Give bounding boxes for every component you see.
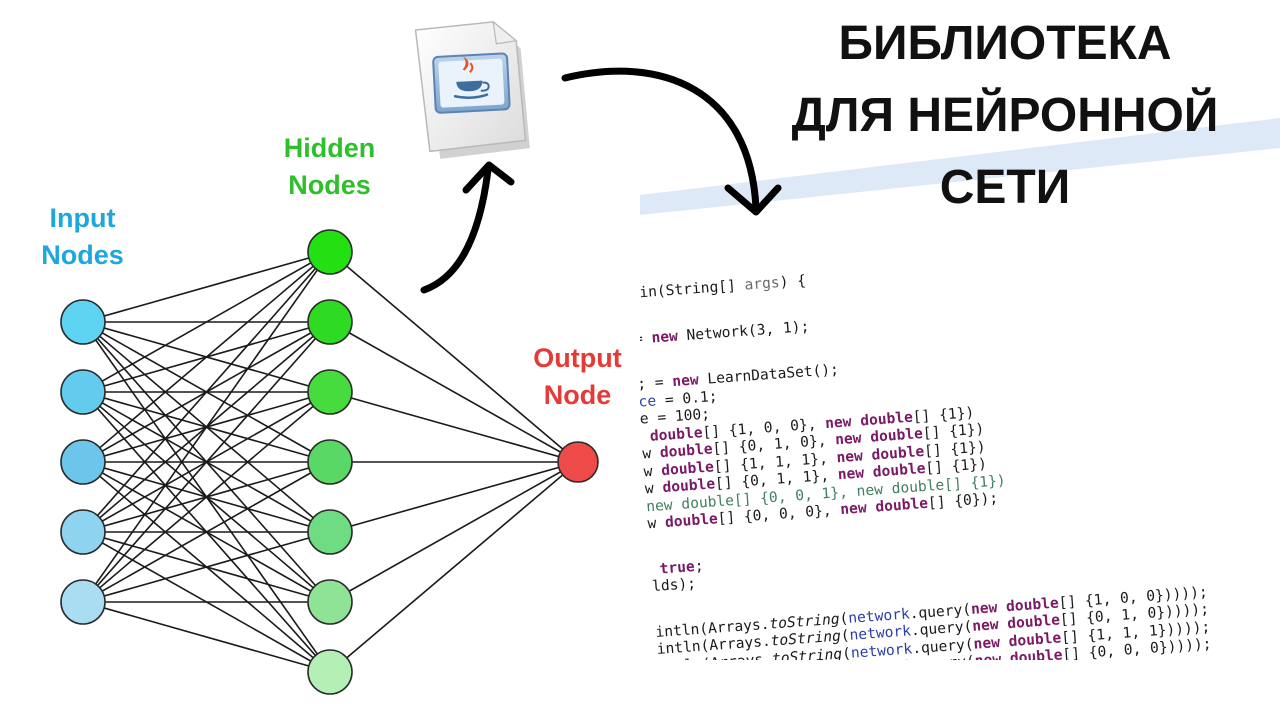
code-token: w [641,444,661,463]
network-edges [82,251,579,673]
hidden-node-1 [307,229,353,275]
input-node-1 [60,299,106,345]
input-label-line-2: Nodes [41,240,124,270]
edge-input-2-to-hidden-1 [82,251,331,393]
edge-hidden-5-to-output-1 [329,461,579,533]
code-token: ) { [778,272,807,292]
code-snippet: ain(String[] args) {= new Network(3, 1);… [640,200,1280,660]
code-token: ; = [640,373,673,393]
edge-input-1-to-hidden-1 [82,251,331,323]
java-file-icon [414,20,530,159]
code-token: w [646,514,666,533]
curved-arrow-down-icon [561,67,782,216]
hidden-label-line-2: Nodes [288,170,371,200]
hidden-node-4 [307,439,353,485]
code-token: new [671,371,700,391]
input-node-4 [60,509,106,555]
edge-hidden-1-to-output-1 [329,251,579,463]
edge-hidden-3-to-output-1 [329,391,579,463]
title-line-1: БИБЛИОТЕКА [838,17,1172,70]
output-label-line-2: Node [543,380,612,410]
edge-input-5-to-hidden-3 [82,391,331,603]
edge-input-5-to-hidden-5 [82,531,331,603]
hidden-nodes-label: Hidden Nodes [262,130,397,204]
code-token: lds); [651,574,697,596]
input-node-3 [60,439,106,485]
edge-input-4-to-hidden-1 [82,251,331,533]
edge-input-5-to-hidden-7 [82,601,331,673]
code-token: new [650,327,679,347]
code-token: w [644,479,664,498]
input-nodes-label: Input Nodes [20,200,145,274]
edge-input-5-to-hidden-1 [82,251,331,603]
edge-hidden-6-to-output-1 [329,461,579,603]
code-background-stripe [640,118,1280,215]
edge-input-5-to-hidden-4 [82,461,331,603]
input-label-line-1: Input [49,203,116,233]
input-node-2 [60,369,106,415]
code-lines: ain(String[] args) {= new Network(3, 1);… [640,244,1212,660]
code-token: double [664,510,719,532]
output-node-1 [557,441,599,483]
edge-input-3-to-hidden-1 [82,251,331,463]
hidden-node-2 [307,299,353,345]
output-node-label: Output Node [520,340,635,414]
hidden-node-7 [307,649,353,695]
input-node-5 [60,579,106,625]
page-title: БИБЛИОТЕКА ДЛЯ НЕЙРОННОЙ СЕТИ [760,8,1250,224]
title-line-3: СЕТИ [939,161,1071,214]
edge-input-5-to-hidden-2 [82,321,331,603]
output-label-line-1: Output [533,343,622,373]
hidden-label-line-1: Hidden [283,133,376,163]
code-token: ; [694,556,705,575]
code-token: ce [640,391,657,411]
edge-hidden-7-to-output-1 [329,461,579,673]
code-token: w [643,461,662,480]
hidden-node-3 [307,369,353,415]
network-nodes [60,229,599,695]
code-token: true [659,557,696,578]
title-line-2: ДЛЯ НЕЙРОННОЙ [791,89,1219,142]
edge-hidden-2-to-output-1 [329,321,579,463]
curved-arrow-up-icon [420,161,515,294]
code-token: args [743,274,781,294]
hidden-node-5 [307,509,353,555]
hidden-node-6 [307,579,353,625]
